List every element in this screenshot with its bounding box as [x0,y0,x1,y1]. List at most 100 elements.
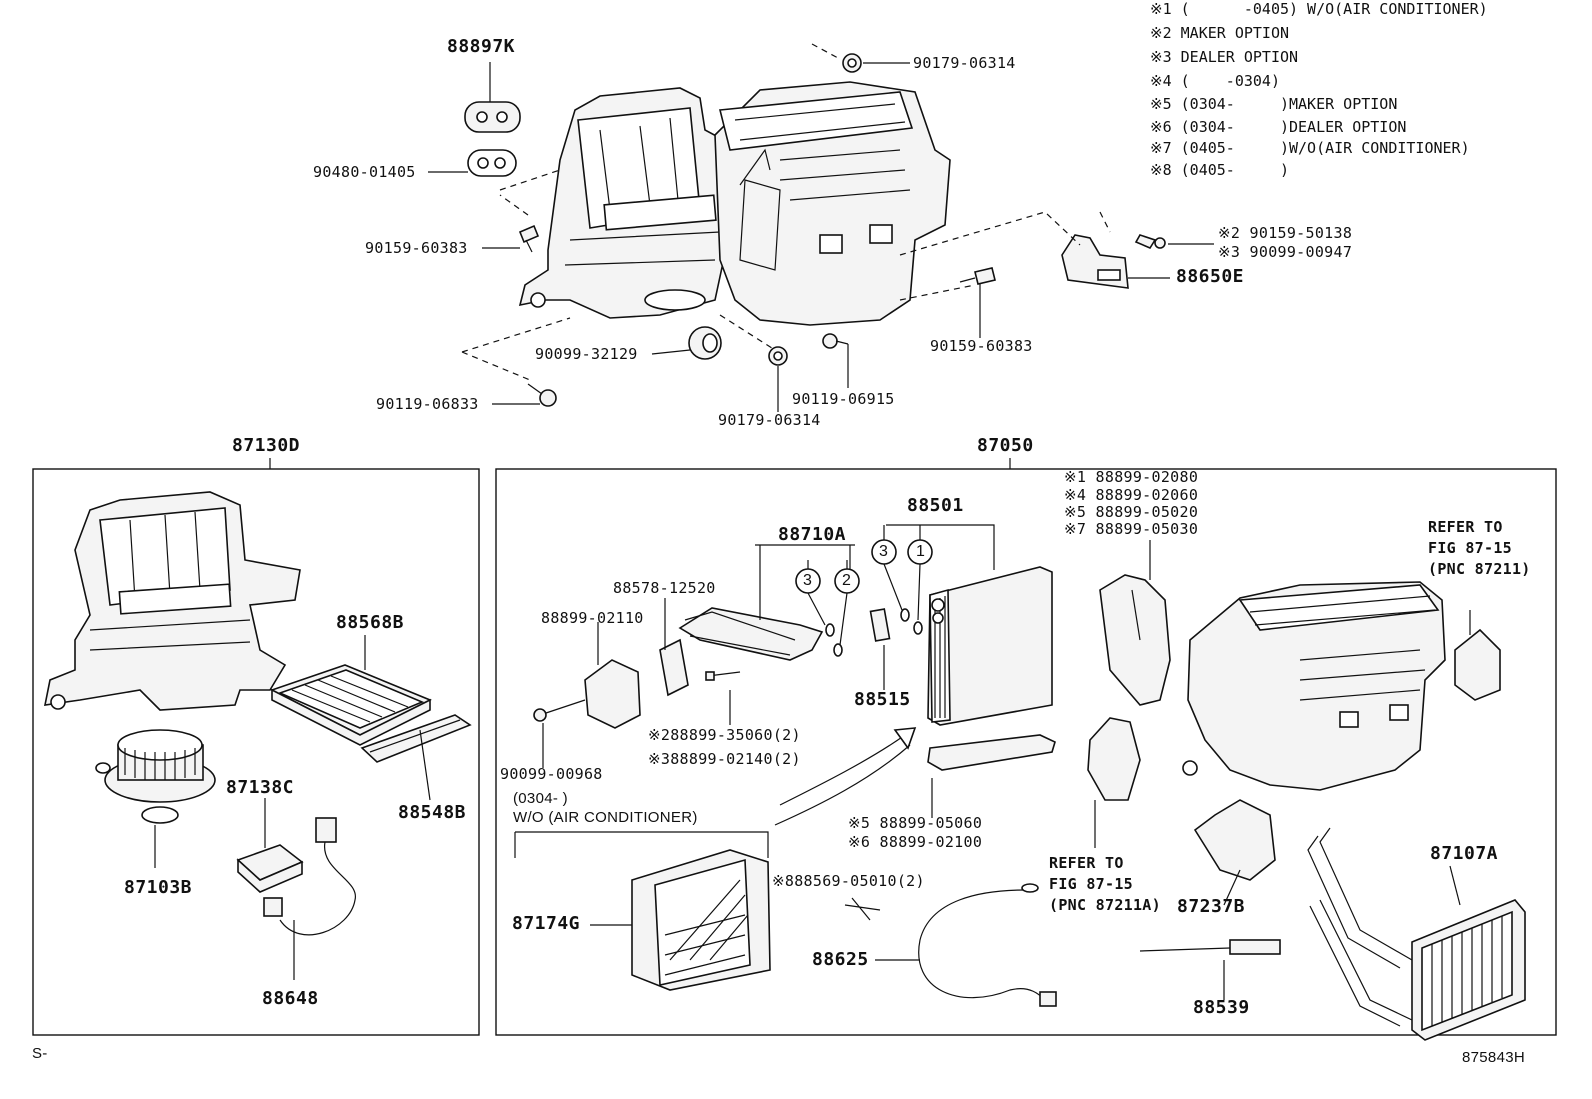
evap-cover [927,734,1056,771]
label-87138C: 87138C [226,777,295,798]
label-88899-05060: ※5 88899-05060 [848,814,983,832]
sensor-88569 [844,897,881,921]
heater-case-right [1182,581,1446,791]
label-88548B: 88548B [398,802,467,823]
screw-90159-left [518,224,540,253]
label-87130D: 87130D [232,435,301,456]
label-88648: 88648 [262,988,319,1009]
label-87107A: 87107A [1430,843,1499,864]
blower-motor-87103B [95,729,216,824]
label-wo-date: (0304- ) [513,790,568,807]
label-sensor-4: ※4 88899-02060 [1064,486,1199,504]
sensor-bracket [1099,574,1171,706]
filter-cover-88548B [360,714,472,763]
note-2: ※2 MAKER OPTION [1150,24,1289,42]
label-88899-35060: ※288899-35060(2) [648,726,801,744]
label-90099-32129: 90099-32129 [535,345,638,363]
heater-unit-housing [518,81,951,326]
circle-text-2: 2 [842,572,852,589]
note-6: ※6 (0304- )DEALER OPTION [1150,118,1407,136]
insulator-88578 [659,638,689,697]
thermistor-88625 [918,883,1057,1007]
grommet-90099-32129 [688,326,722,360]
blower-case-87130D [43,491,301,711]
label-sensor-5: ※5 88899-05020 [1064,503,1199,521]
label-sensor-7: ※7 88899-05030 [1064,520,1199,538]
label-88899-02100: ※6 88899-02100 [848,833,983,851]
footer-code: 875843H [1462,1049,1525,1066]
screw-90159-right [959,267,996,285]
label-90159-60383-right: 90159-60383 [930,337,1033,355]
label-88539: 88539 [1193,997,1250,1018]
screw-90119-06915 [822,333,849,349]
grommet-90480 [467,149,517,177]
heater-core-87107A [1307,827,1526,1041]
label-90179-06314-top: 90179-06314 [913,54,1016,72]
screw-90159-50138 [1134,234,1166,250]
refer1-line1: REFER TO [1428,518,1503,536]
label-90099-00968: 90099-00968 [500,765,603,783]
label-87174G: 87174G [512,913,581,934]
expansion-valve-88515 [869,608,891,642]
refer2-line3: (PNC 87211A) [1049,896,1161,914]
bolt-88899-35060 [705,671,741,681]
circle-text-1: 1 [916,543,926,560]
refer2-line2: FIG 87-15 [1049,875,1133,893]
pipe-88710A [678,607,824,661]
bracket-88650E [1061,234,1129,289]
note-7: ※7 (0405- )W/O(AIR CONDITIONER) [1150,139,1470,157]
resistor-87138C [236,844,304,893]
label-88899-02110: 88899-02110 [541,609,644,627]
note-4: ※4 ( -0304) [1150,72,1280,90]
circle-text-3a: 3 [803,572,813,589]
label-wo-ac: W/O (AIR CONDITIONER) [513,809,698,826]
label-88569-05010: ※888569-05010(2) [772,872,925,890]
refer1-line2: FIG 87-15 [1428,539,1512,557]
label-87103B: 87103B [124,877,193,898]
label-87050: 87050 [977,435,1034,456]
label-90159-60383-left: 90159-60383 [365,239,468,257]
label-88578-12520: 88578-12520 [613,579,716,597]
circle-text-3b: 3 [879,543,889,560]
label-88625: 88625 [812,949,869,970]
label-90179-06314-bottom: 90179-06314 [718,411,821,429]
note-1: ※1 ( -0405) W/O(AIR CONDITIONER) [1150,0,1488,18]
label-90099-00947: ※3 90099-00947 [1218,243,1353,261]
nut-90179-bottom [768,346,788,366]
label-88568B: 88568B [336,612,405,633]
label-88515: 88515 [854,689,911,710]
damper-87237B [1193,799,1276,881]
label-87237B: 87237B [1177,896,1246,917]
label-90119-06833: 90119-06833 [376,395,479,413]
wire-harness-88648 [263,817,356,936]
label-88899-02140: ※388899-02140(2) [648,750,801,768]
valve-88899-02110 [584,659,641,729]
evaporator-88501 [927,566,1053,726]
footer-left: S- [32,1045,48,1062]
right-assembly-box [495,468,1557,1036]
refer1-line3: (PNC 87211) [1428,560,1531,578]
label-90119-06915: 90119-06915 [792,390,895,408]
label-88710A: 88710A [778,524,847,545]
left-assembly-box [32,468,480,1036]
sensor-88539 [1139,939,1281,955]
note-3: ※3 DEALER OPTION [1150,48,1299,66]
screw-90099-00968 [533,699,586,722]
note-8: ※8 (0405- ) [1150,161,1289,179]
label-sensor-1: ※1 88899-02080 [1064,468,1199,486]
filter-88568B [269,664,432,746]
label-90480-01405: 90480-01405 [313,163,416,181]
label-88650E: 88650E [1176,266,1245,287]
label-88501: 88501 [907,495,964,516]
label-88897K: 88897K [447,36,516,57]
actuator-refer-87211 [1454,628,1501,701]
actuator-refer-87211A [1087,717,1141,801]
refer2-line1: REFER TO [1049,854,1124,872]
note-5: ※5 (0304- )MAKER OPTION [1150,95,1398,113]
filter-87174G [631,849,771,991]
nut-90179-top [842,53,862,73]
label-90159-50138: ※2 90159-50138 [1218,224,1353,242]
grommet-88897K [464,101,521,133]
screw-90119-06833 [527,383,557,407]
